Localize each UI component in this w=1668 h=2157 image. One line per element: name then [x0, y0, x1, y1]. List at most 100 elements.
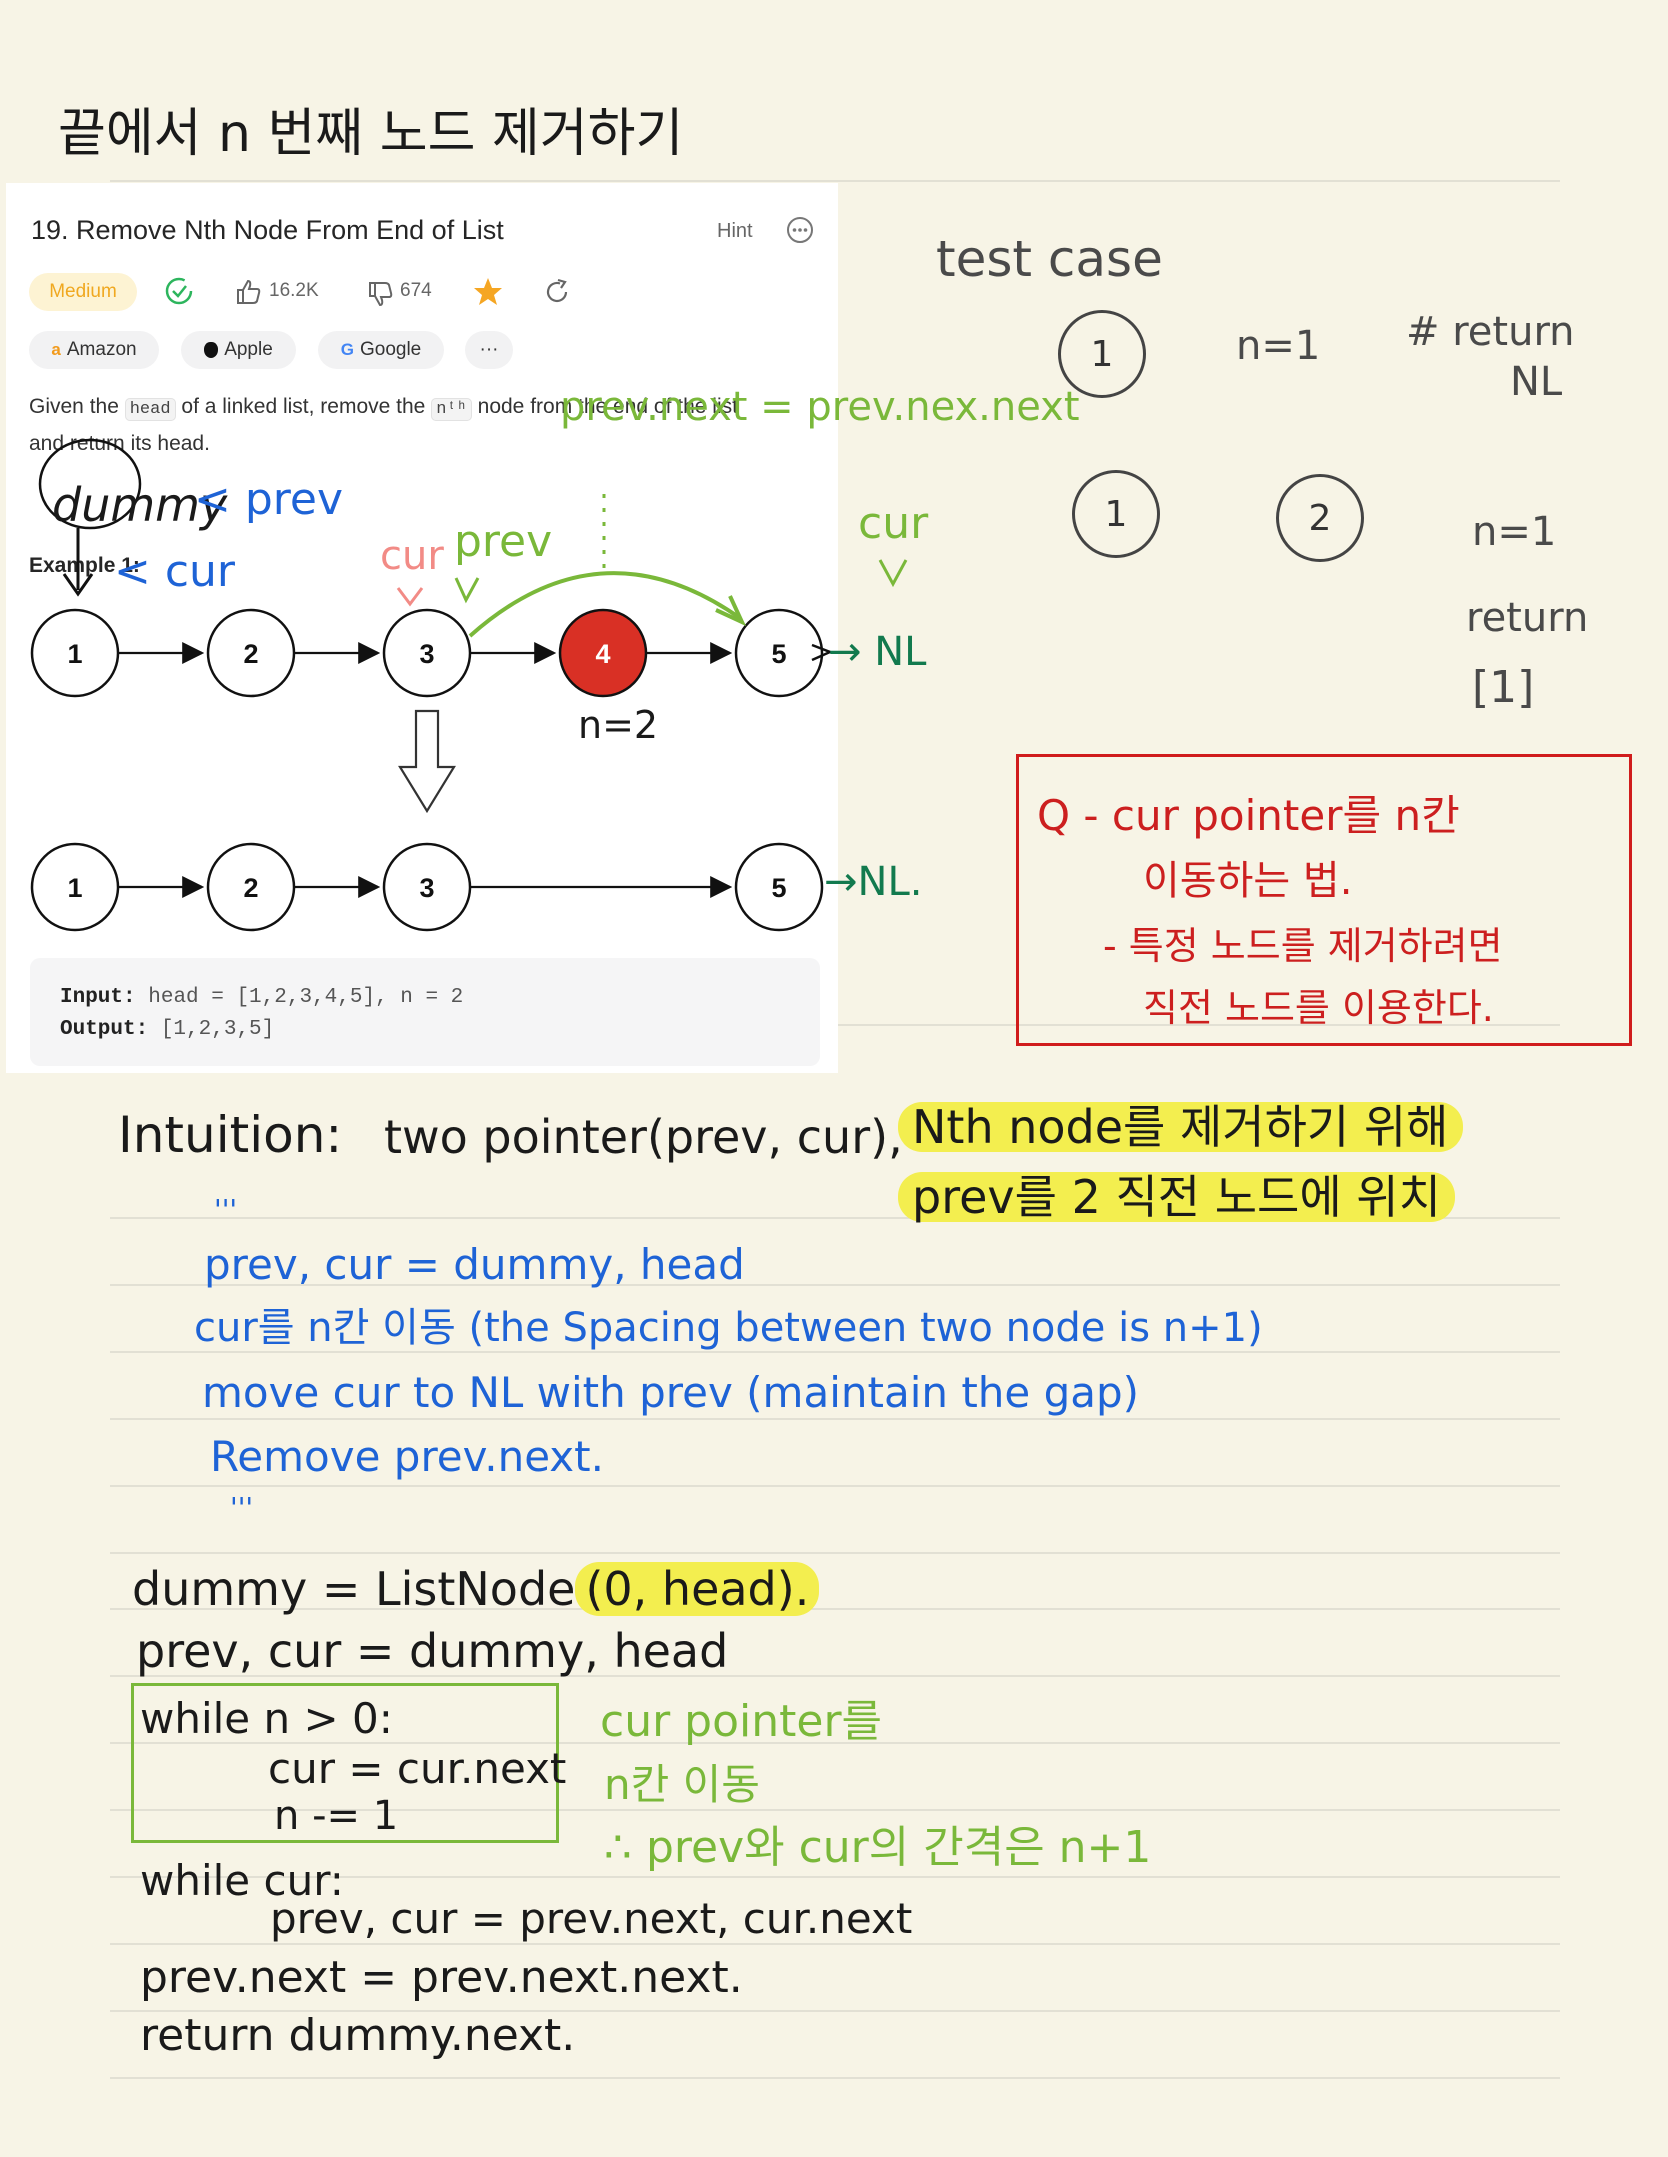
intuition-step: Remove prev.next.	[210, 1432, 604, 1481]
intuition-step: move cur to NL with prev (maintain the g…	[202, 1368, 1140, 1417]
code-line: dummy = ListNode(0, head).	[132, 1562, 820, 1616]
case2-n: n=1	[1472, 509, 1557, 555]
test-case-label: test case	[936, 230, 1163, 288]
company-tag-google[interactable]: G Google	[318, 331, 444, 369]
code-line: cur = cur.next	[268, 1744, 567, 1793]
example-title: Example 1:	[29, 554, 140, 577]
cur-end-label: cur	[858, 498, 929, 549]
intuition-highlight: prev를 2 직전 노드에 위치	[898, 1172, 1455, 1222]
solved-check-icon	[165, 277, 193, 305]
list-before: 1 2 3 4 5	[30, 608, 824, 698]
company-tag-label: Apple	[224, 339, 273, 360]
prev-next-assignment: prev.next = prev.nex.next	[560, 384, 1080, 430]
page-title: 끝에서 n 번째 노드 제거하기	[58, 104, 684, 164]
share-icon[interactable]	[542, 277, 572, 307]
code-note: cur pointer를	[600, 1696, 883, 1747]
code-highlight: (0, head).	[575, 1562, 820, 1616]
hint-button[interactable]: Hint	[717, 220, 753, 242]
null-label-top: → NL	[828, 629, 927, 675]
desc-mid: of a linked list, remove the	[181, 395, 426, 418]
problem-card: 19. Remove Nth Node From End of List Hin…	[6, 183, 838, 1073]
test-node: 2	[1276, 474, 1364, 562]
amazon-icon: a	[51, 340, 61, 359]
intuition-step: prev, cur = dummy, head	[204, 1240, 745, 1289]
code-text: dummy = ListNode	[132, 1562, 576, 1616]
google-icon: G	[340, 340, 354, 359]
svg-text:4: 4	[595, 639, 610, 669]
case2-return: return	[1466, 595, 1589, 641]
desc-end: node from the end of the list	[477, 395, 738, 418]
while-loop-box: while n > 0: cur = cur.next n -= 1	[131, 1683, 566, 1843]
apple-icon	[204, 342, 219, 358]
problem-title[interactable]: 19. Remove Nth Node From End of List	[31, 215, 504, 245]
company-tag-label: Amazon	[66, 339, 137, 360]
code-note: n칸 이동	[604, 1760, 760, 1809]
case1-n: n=1	[1236, 323, 1321, 369]
problem-description: Given the head of a linked list, remove …	[29, 395, 738, 421]
company-tag-apple[interactable]: Apple	[181, 331, 296, 369]
dummy-prev-label: < prev	[194, 474, 344, 525]
company-tag-amazon[interactable]: a Amazon	[29, 331, 159, 369]
example-input: Input: head = [1,2,3,4,5], n = 2	[60, 986, 463, 1009]
difficulty-badge: Medium	[29, 273, 137, 311]
code-line: return dummy.next.	[140, 2010, 576, 2061]
removed-list-node: 4	[558, 608, 648, 698]
test-node: 1	[1072, 470, 1160, 558]
case2-result: [1]	[1472, 662, 1535, 713]
likes-count: 16.2K	[269, 280, 319, 301]
list-node: 3	[382, 608, 472, 698]
desc-given: Given the	[29, 395, 119, 418]
list-node: 1	[30, 608, 120, 698]
more-tags-button[interactable]: ···	[465, 331, 513, 369]
thumbs-up-icon[interactable]	[234, 278, 262, 306]
desc-nth-code: nᵗʰ	[431, 398, 472, 421]
list-node: 2	[206, 608, 296, 698]
n-equals-2-label: n=2	[578, 703, 659, 747]
svg-text:1: 1	[67, 639, 82, 669]
list-node: 3	[382, 842, 472, 932]
svg-text:5: 5	[771, 639, 786, 669]
question-line: Q - cur pointer를 n칸	[1037, 791, 1460, 840]
question-line: - 특정 노드를 제거하려면	[1103, 924, 1503, 968]
code-line: prev.next = prev.next.next.	[140, 1952, 743, 2003]
dummy-label: dummy	[52, 478, 228, 532]
down-arrow-icon	[398, 709, 456, 814]
intuition-highlight: Nth node를 제거하기 위해	[898, 1102, 1463, 1152]
input-value: head = [1,2,3,4,5], n = 2	[148, 986, 464, 1009]
example-output: Output: [1,2,3,5]	[60, 1018, 274, 1041]
output-value: [1,2,3,5]	[160, 1018, 275, 1041]
prev-marker-label: prev	[454, 516, 553, 567]
case1-return: # return	[1406, 309, 1575, 355]
more-options-icon[interactable]	[786, 216, 814, 244]
svg-text:3: 3	[419, 873, 434, 903]
code-note: ∴ prev와 cur의 간격은 n+1	[604, 1822, 1152, 1873]
desc-head-code: head	[124, 398, 176, 421]
favorite-star-icon[interactable]	[472, 276, 504, 308]
code-line: while n > 0:	[140, 1694, 393, 1743]
case1-result: NL	[1510, 359, 1563, 405]
list-node: 1	[30, 842, 120, 932]
code-line: n -= 1	[274, 1793, 399, 1839]
test-node: 1	[1058, 310, 1146, 398]
problem-description-line2: and return its head.	[29, 432, 210, 455]
svg-text:3: 3	[419, 639, 434, 669]
svg-text:2: 2	[243, 873, 258, 903]
intuition-step: cur를 n칸 이동 (the Spacing between two node…	[194, 1305, 1263, 1351]
company-tag-label: Google	[359, 339, 422, 360]
linked-list-diagram: 1 2 3 4 5 1 2 3 5	[30, 608, 824, 932]
svg-text:1: 1	[67, 873, 82, 903]
intuition-summary: two pointer(prev, cur),	[384, 1110, 903, 1164]
question-line: 이동하는 법.	[1143, 858, 1353, 904]
svg-text:2: 2	[243, 639, 258, 669]
quote-close: '''	[230, 1491, 254, 1524]
code-line: while cur:	[140, 1856, 344, 1905]
cur-marker-label: cur	[380, 533, 444, 579]
input-label: Input:	[60, 986, 136, 1009]
quote-open: '''	[214, 1193, 238, 1226]
thumbs-down-icon[interactable]	[366, 280, 394, 308]
intuition-label: Intuition:	[118, 1106, 343, 1164]
question-line: 직전 노드를 이용한다.	[1143, 986, 1494, 1030]
list-after: 1 2 3 5	[30, 842, 824, 932]
code-line: prev, cur = dummy, head	[136, 1624, 729, 1678]
